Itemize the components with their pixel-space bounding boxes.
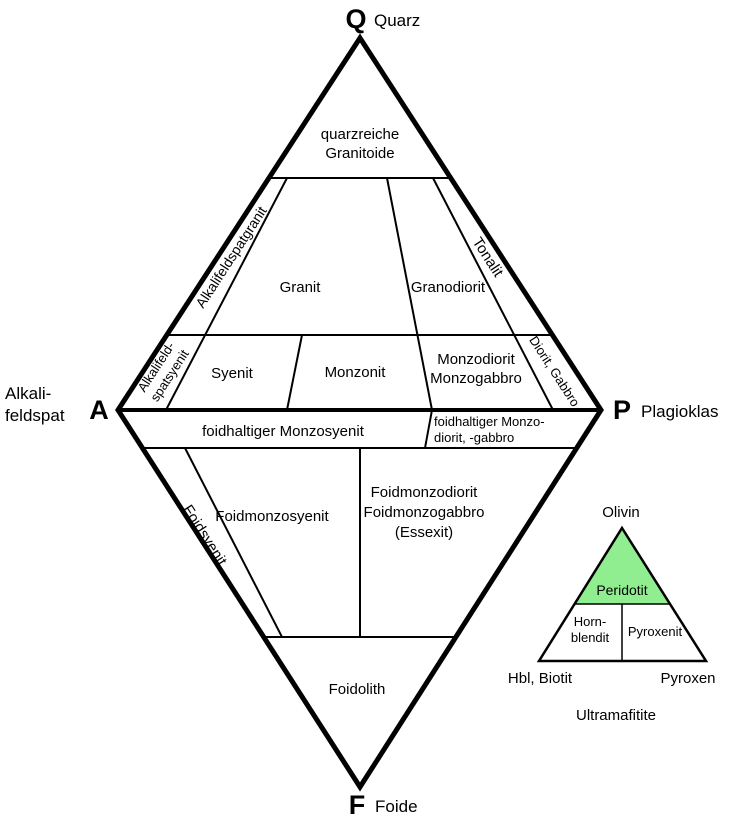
boundary-foid-strip-divider: [424, 409, 433, 449]
vertex-q-name: Quarz: [374, 11, 420, 30]
vertex-a-name-line1: Alkali-: [5, 384, 51, 403]
boundary-ap10-upper: [165, 177, 288, 411]
vertex-a-letter: A: [89, 395, 109, 425]
label-olivine: Olivin: [602, 504, 640, 521]
label-foidolite: Foidolith: [329, 681, 386, 698]
label-pyroxenite: Pyroxenit: [628, 624, 683, 639]
label-monzonite: Monzonit: [325, 364, 387, 381]
label-monzodiorite-line1: Monzodiorit: [437, 351, 515, 368]
label-hornblendite-line2: blendit: [571, 630, 610, 645]
label-foid-monzodiorite-line3: (Essexit): [395, 524, 453, 541]
label-foid-bearing-monzodiorite-line1: foidhaltiger Monzo-: [434, 414, 545, 429]
label-granite: Granit: [280, 279, 322, 296]
boundary-ap90-upper: [432, 177, 554, 411]
label-ultramafic-title: Ultramafitite: [576, 707, 656, 724]
label-hornblendite-line1: Horn-: [574, 614, 607, 629]
boundary-ap35-row3: [286, 334, 303, 411]
label-foid-bearing-monzodiorite-line2: diorit, -gabbro: [434, 430, 514, 445]
label-monzodiorite-line2: Monzogabbro: [430, 370, 522, 387]
vertex-a-name-line2: feldspat: [5, 406, 65, 425]
label-pyroxene: Pyroxen: [660, 670, 715, 687]
label-foid-bearing-monzosyenite: foidhaltiger Monzosyenit: [202, 423, 365, 440]
boundary-ap65-upper: [386, 177, 433, 411]
label-peridotite: Peridotit: [596, 582, 647, 598]
vertex-p-letter: P: [613, 395, 631, 425]
label-foid-monzodiorite-line1: Foidmonzodiorit: [371, 484, 479, 501]
label-foid-monzodiorite-line2: Foidmonzogabbro: [364, 504, 485, 521]
qapf-diamond-outline: [115, 33, 604, 792]
boundary-ap10-lower: [184, 447, 283, 638]
label-hbl-biotite: Hbl, Biotit: [508, 670, 573, 687]
vertex-f-name: Foide: [375, 797, 418, 816]
label-quartz-rich-line1: quarzreiche: [321, 126, 399, 143]
vertex-p-name: Plagioklas: [641, 402, 719, 421]
label-granodiorite: Granodiorit: [411, 279, 486, 296]
label-quartz-rich-line2: Granitoide: [325, 145, 394, 162]
label-syenite: Syenit: [211, 365, 254, 382]
label-foid-monzosyenite: Foidmonzosyenit: [215, 508, 329, 525]
vertex-f-letter: F: [349, 790, 366, 820]
vertex-q-letter: Q: [345, 4, 366, 34]
